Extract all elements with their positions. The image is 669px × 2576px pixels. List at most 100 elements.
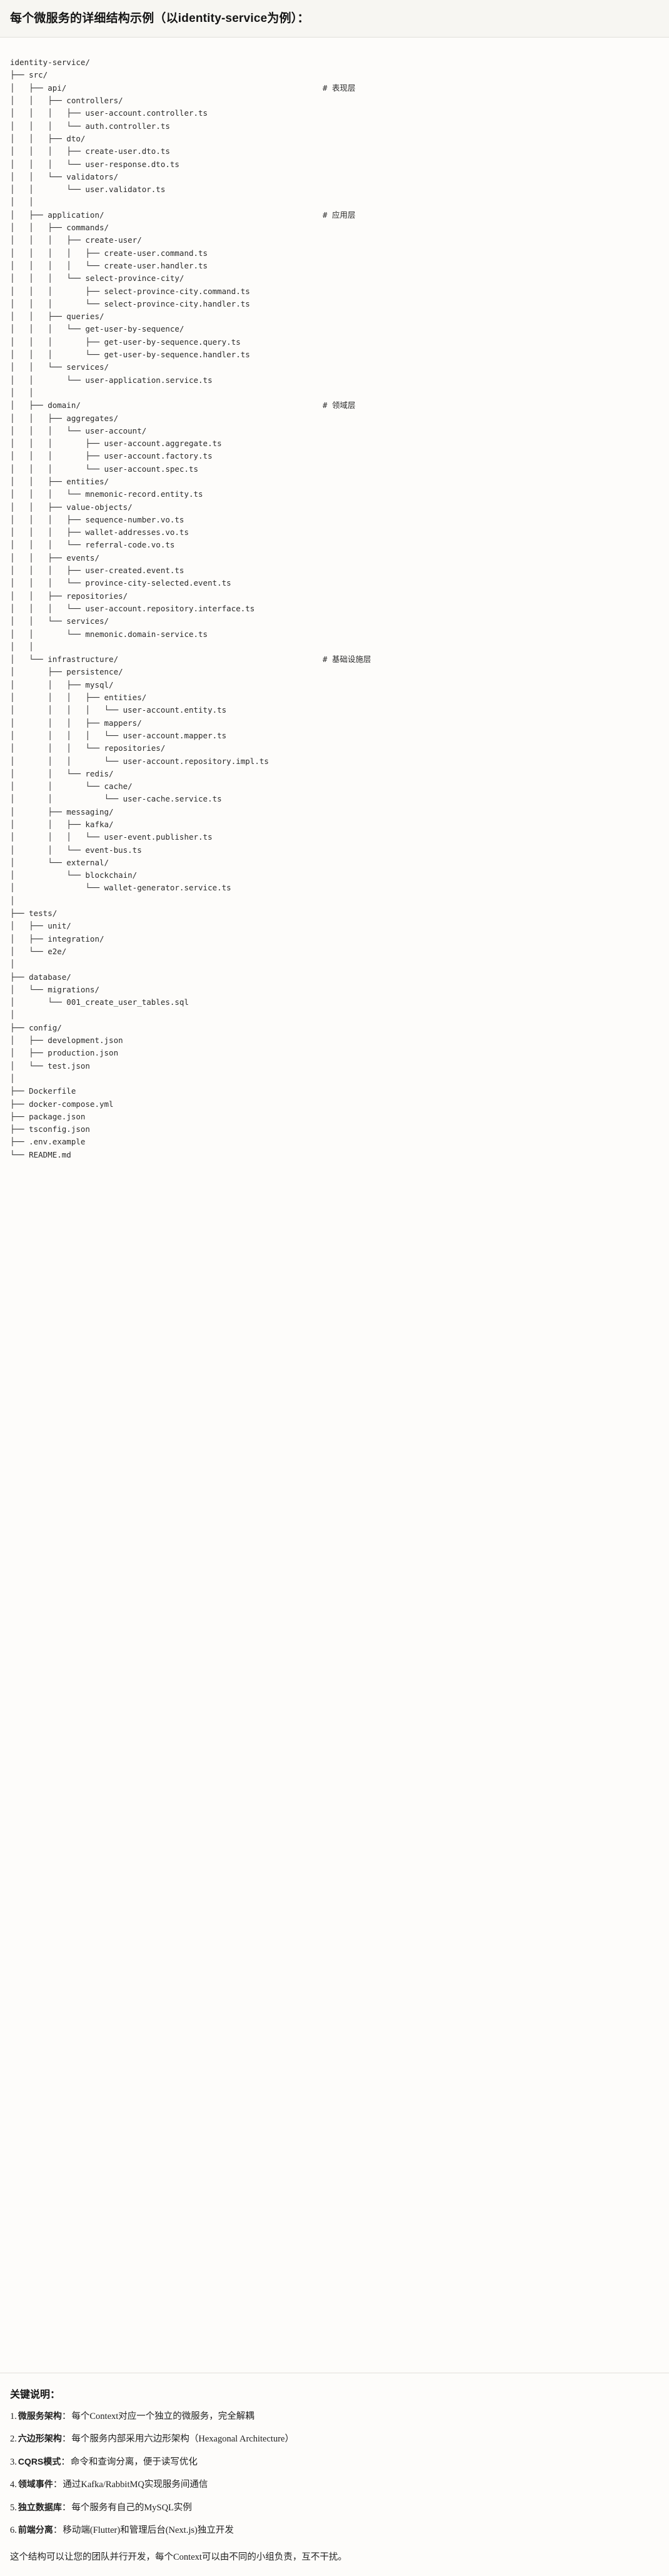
tree-path: │ └── external/ bbox=[10, 857, 109, 867]
tree-path: │ ├── production.json bbox=[10, 1048, 119, 1058]
tree-path: ├── tests/ bbox=[10, 909, 58, 919]
tree-path: │ │ └── cache/ bbox=[10, 781, 133, 792]
tree-path: │ │ │ └── user-account.repository.impl.t… bbox=[10, 756, 269, 766]
tree-path: ├── docker-compose.yml bbox=[10, 1099, 114, 1109]
key-note-description: 移动端(Flutter)和管理后台(Next.js)独立开发 bbox=[63, 2525, 234, 2536]
tree-path: │ │ │ └── select-province-city.handler.t… bbox=[10, 298, 250, 308]
tree-path: │ │ └── user.validator.ts bbox=[10, 185, 166, 195]
tree-line: │ │ │ │ └── create-user.handler.ts bbox=[10, 260, 659, 272]
tree-path: │ ├── application/ bbox=[10, 210, 104, 220]
tree-line: │ bbox=[10, 1009, 659, 1021]
tree-line: ├── src/ bbox=[10, 69, 659, 81]
tree-path: ├── src/ bbox=[10, 70, 48, 80]
key-note-description: 通过Kafka/RabbitMQ实现服务间通信 bbox=[63, 2480, 208, 2490]
tree-line: │ ├── messaging/ bbox=[10, 806, 659, 818]
tree-layer-comment: # 领域层 bbox=[323, 400, 356, 410]
key-note-item: 2.六边形架构：每个服务内部采用六边形架构（Hexagonal Architec… bbox=[10, 2432, 659, 2446]
tree-path: │ │ │ ├── user-account.factory.ts bbox=[10, 451, 213, 461]
tree-path: │ bbox=[10, 959, 15, 969]
tree-line: │ └── 001_create_user_tables.sql bbox=[10, 996, 659, 1009]
tree-path: │ bbox=[10, 1010, 15, 1020]
tree-path: │ ├── persistence/ bbox=[10, 667, 123, 677]
tree-line: │ │ │ └── user-account.spec.ts bbox=[10, 463, 659, 476]
key-note-number: 3. bbox=[10, 2456, 17, 2467]
tree-path: │ │ │ └── get-user-by-sequence/ bbox=[10, 324, 184, 334]
tree-line: │ └── e2e/ bbox=[10, 945, 659, 958]
tree-line: │ └── wallet-generator.service.ts bbox=[10, 882, 659, 894]
tree-line: │ │ │ ├── sequence-number.vo.ts bbox=[10, 514, 659, 526]
tree-path: │ │ ├── controllers/ bbox=[10, 96, 123, 106]
key-note-description: 每个服务内部采用六边形架构（Hexagonal Architecture） bbox=[71, 2434, 294, 2445]
tree-line: │ │ │ │ └── user-account.entity.ts bbox=[10, 704, 659, 716]
key-note-term: CQRS模式 bbox=[18, 2456, 61, 2467]
tree-path: │ │ ├── mysql/ bbox=[10, 680, 114, 690]
tree-path: │ │ │ └── user-event.publisher.ts bbox=[10, 832, 213, 842]
tree-line: │ │ ├── events/ bbox=[10, 552, 659, 564]
tree-path: │ │ │ ├── user-account.aggregate.ts bbox=[10, 439, 222, 449]
key-note-term: 微服务架构 bbox=[18, 2411, 62, 2421]
tree-path: │ │ ├── dto/ bbox=[10, 133, 86, 143]
tree-line: │ │ │ └── user-response.dto.ts bbox=[10, 158, 659, 171]
tree-line: │ │ │ └── select-province-city.handler.t… bbox=[10, 298, 659, 310]
tree-line: ├── .env.example bbox=[10, 1136, 659, 1148]
tree-path: │ │ │ └── user-account.repository.interf… bbox=[10, 603, 255, 613]
tree-line: ├── tests/ bbox=[10, 907, 659, 920]
tree-path: ├── tsconfig.json bbox=[10, 1124, 90, 1134]
tree-line: │ │ │ └── mnemonic-record.entity.ts bbox=[10, 488, 659, 501]
tree-line: │ │ │ └── get-user-by-sequence/ bbox=[10, 323, 659, 335]
tree-path: │ │ │ ├── entities/ bbox=[10, 693, 147, 703]
tree-line: │ │ │ ├── user-account.controller.ts bbox=[10, 107, 659, 120]
tree-path: │ │ │ └── repositories/ bbox=[10, 743, 166, 753]
tree-line: │ │ │ ├── get-user-by-sequence.query.ts bbox=[10, 336, 659, 349]
tree-line: │ └── infrastructure/# 基础设施层 bbox=[10, 653, 659, 666]
tree-line: │ │ │ ├── user-account.aggregate.ts bbox=[10, 437, 659, 450]
key-note-description: 每个服务有自己的MySQL实例 bbox=[71, 2502, 192, 2513]
tree-line: ├── package.json bbox=[10, 1111, 659, 1123]
tree-line: │ ├── integration/ bbox=[10, 933, 659, 945]
tree-path: │ └── infrastructure/ bbox=[10, 654, 119, 664]
tree-line: │ │ └── mnemonic.domain-service.ts bbox=[10, 628, 659, 641]
tree-line: │ └── test.json bbox=[10, 1060, 659, 1072]
tree-path: ├── database/ bbox=[10, 972, 71, 982]
tree-path: └── README.md bbox=[10, 1149, 71, 1159]
tree-path: │ │ bbox=[10, 197, 34, 207]
tree-path: │ bbox=[10, 895, 15, 905]
tree-line: │ │ │ ├── user-account.factory.ts bbox=[10, 450, 659, 462]
tree-line: │ │ ├── commands/ bbox=[10, 221, 659, 234]
key-note-description: 每个Context对应一个独立的微服务，完全解耦 bbox=[71, 2411, 254, 2421]
tree-path: │ │ │ ├── user-created.event.ts bbox=[10, 566, 184, 576]
tree-path: ├── Dockerfile bbox=[10, 1086, 76, 1096]
tree-path: │ └── wallet-generator.service.ts bbox=[10, 883, 231, 893]
key-note-term: 六边形架构 bbox=[18, 2433, 62, 2444]
key-note-number: 5. bbox=[10, 2502, 17, 2513]
tree-path: │ ├── development.json bbox=[10, 1036, 123, 1046]
tree-path: │ │ └── user-cache.service.ts bbox=[10, 794, 222, 804]
tree-path: │ │ │ └── mnemonic-record.entity.ts bbox=[10, 489, 203, 499]
key-note-description: 命令和查询分离，便于读写优化 bbox=[70, 2456, 198, 2467]
tree-path: ├── .env.example bbox=[10, 1137, 86, 1147]
key-note-item: 4.领域事件：通过Kafka/RabbitMQ实现服务间通信 bbox=[10, 2478, 659, 2492]
tree-line: │ └── external/ bbox=[10, 857, 659, 869]
tree-path: │ │ ├── queries/ bbox=[10, 312, 104, 322]
tree-path: │ │ │ └── user-account.spec.ts bbox=[10, 464, 199, 474]
tree-line: │ │ │ └── select-province-city/ bbox=[10, 272, 659, 285]
key-note-number: 6. bbox=[10, 2525, 17, 2536]
tree-line: │ │ └── user-cache.service.ts bbox=[10, 793, 659, 805]
tree-line: │ │ └── user.validator.ts bbox=[10, 183, 659, 196]
tree-path: ├── package.json bbox=[10, 1111, 86, 1121]
tree-line: │ │ │ ├── select-province-city.command.t… bbox=[10, 285, 659, 298]
tree-line: │ │ └── services/ bbox=[10, 615, 659, 628]
tree-layer-comment: # 应用层 bbox=[323, 210, 356, 220]
tree-line: │ │ │ ├── mappers/ bbox=[10, 717, 659, 730]
tree-line: │ │ │ ├── create-user.dto.ts bbox=[10, 145, 659, 158]
tree-path: identity-service/ bbox=[10, 58, 90, 68]
tree-line: │ ├── domain/ # 领域层 bbox=[10, 399, 659, 412]
tree-line: │ bbox=[10, 958, 659, 970]
tree-line: │ ├── production.json bbox=[10, 1047, 659, 1059]
key-note-separator: ： bbox=[53, 2480, 63, 2490]
tree-path: │ ├── domain/ bbox=[10, 400, 81, 410]
tree-path: │ │ │ ├── mappers/ bbox=[10, 718, 142, 728]
tree-line: │ │ ├── value-objects/ bbox=[10, 501, 659, 514]
tree-path: │ │ bbox=[10, 387, 34, 397]
